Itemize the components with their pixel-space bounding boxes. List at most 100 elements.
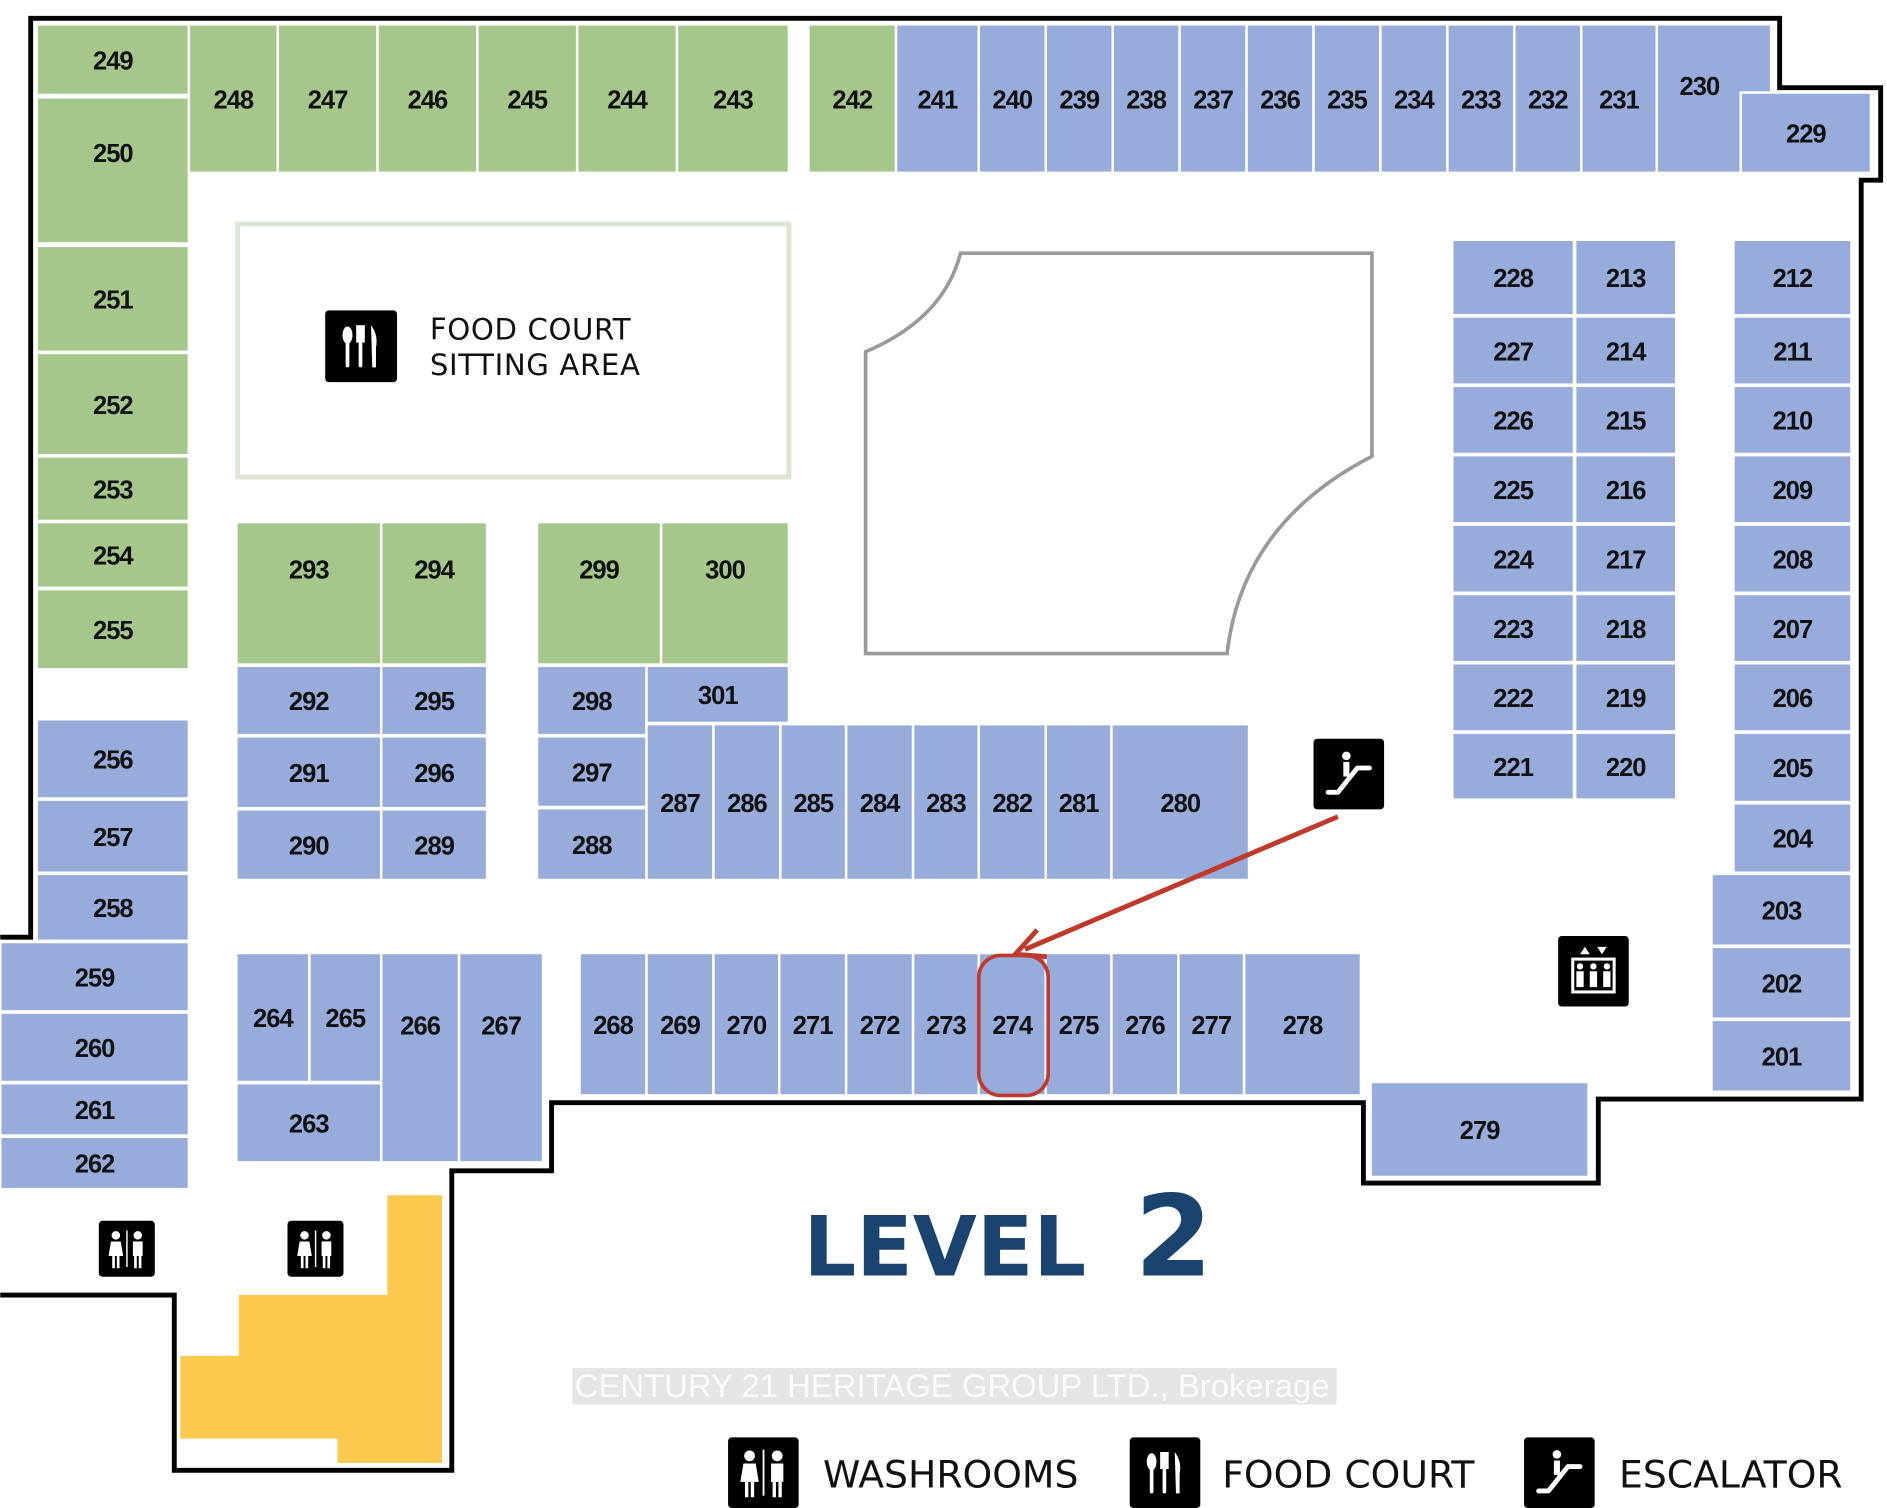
unit-shape[interactable]	[1513, 23, 1583, 175]
unit-shape[interactable]	[235, 1082, 383, 1164]
unit-shape[interactable]	[35, 718, 191, 800]
unit-270[interactable]: 270	[712, 951, 781, 1097]
unit-shape[interactable]	[1111, 23, 1181, 175]
unit-206[interactable]: 206	[1732, 662, 1853, 733]
unit-shape[interactable]	[1739, 91, 1873, 175]
unit-shape[interactable]	[1451, 315, 1576, 386]
unit-226[interactable]: 226	[1451, 384, 1576, 456]
unit-250[interactable]: 250	[35, 96, 191, 245]
unit-shape[interactable]	[1732, 662, 1853, 733]
unit-279[interactable]: 279	[1369, 1080, 1590, 1179]
unit-shape[interactable]	[1369, 1080, 1590, 1179]
unit-284[interactable]: 284	[844, 722, 915, 882]
unit-shape[interactable]	[1110, 722, 1251, 882]
unit-211[interactable]: 211	[1732, 315, 1853, 386]
unit-212[interactable]: 212	[1732, 238, 1853, 317]
unit-293[interactable]: 293	[235, 520, 383, 666]
unit-271[interactable]: 271	[777, 951, 848, 1097]
unit-shape[interactable]	[645, 951, 715, 1097]
unit-shape[interactable]	[0, 1011, 191, 1084]
unit-shape[interactable]	[1710, 1018, 1853, 1093]
unit-241[interactable]: 241	[894, 23, 981, 175]
unit-281[interactable]: 281	[1044, 722, 1113, 882]
unit-shape[interactable]	[807, 23, 898, 175]
unit-shape[interactable]	[457, 951, 545, 1164]
unit-291[interactable]: 291	[235, 735, 383, 810]
unit-shape[interactable]	[0, 940, 191, 1013]
unit-shape[interactable]	[35, 798, 191, 874]
unit-shape[interactable]	[535, 520, 663, 666]
unit-251[interactable]: 251	[35, 244, 191, 353]
unit-221[interactable]: 221	[1451, 731, 1576, 801]
unit-245[interactable]: 245	[476, 23, 579, 175]
unit-228[interactable]: 228	[1451, 238, 1576, 317]
unit-219[interactable]: 219	[1573, 662, 1678, 733]
unit-247[interactable]: 247	[276, 23, 379, 175]
unit-294[interactable]: 294	[379, 520, 489, 666]
unit-shape[interactable]	[977, 722, 1047, 882]
unit-203[interactable]: 203	[1710, 872, 1853, 947]
unit-shape[interactable]	[1110, 951, 1180, 1097]
unit-259[interactable]: 259	[0, 940, 191, 1013]
unit-216[interactable]: 216	[1573, 453, 1678, 525]
unit-shape[interactable]	[844, 951, 915, 1097]
unit-210[interactable]: 210	[1732, 384, 1853, 456]
unit-shape[interactable]	[1379, 23, 1449, 175]
unit-shape[interactable]	[1451, 384, 1576, 456]
unit-296[interactable]: 296	[379, 735, 489, 810]
unit-shape[interactable]	[35, 587, 191, 671]
unit-232[interactable]: 232	[1513, 23, 1583, 175]
unit-256[interactable]: 256	[35, 718, 191, 800]
unit-283[interactable]: 283	[911, 722, 981, 882]
unit-252[interactable]: 252	[35, 351, 191, 457]
unit-280[interactable]: 280	[1110, 722, 1251, 882]
unit-shape[interactable]	[1732, 238, 1853, 317]
unit-290[interactable]: 290	[235, 808, 383, 882]
unit-287[interactable]: 287	[645, 722, 715, 882]
unit-244[interactable]: 244	[575, 23, 679, 175]
unit-239[interactable]: 239	[1044, 23, 1114, 175]
unit-285[interactable]: 285	[779, 722, 848, 882]
unit-215[interactable]: 215	[1573, 384, 1678, 456]
unit-shape[interactable]	[1242, 951, 1363, 1097]
unit-shape[interactable]	[35, 96, 191, 245]
unit-shape[interactable]	[844, 722, 915, 882]
unit-shape[interactable]	[1732, 731, 1853, 804]
unit-248[interactable]: 248	[187, 23, 279, 175]
unit-218[interactable]: 218	[1573, 592, 1678, 664]
unit-222[interactable]: 222	[1451, 662, 1576, 733]
unit-shape[interactable]	[0, 1135, 191, 1191]
unit-265[interactable]: 265	[308, 951, 383, 1084]
unit-shape[interactable]	[379, 951, 461, 1164]
unit-shape[interactable]	[1451, 592, 1576, 664]
unit-238[interactable]: 238	[1111, 23, 1181, 175]
unit-shape[interactable]	[1451, 453, 1576, 525]
unit-207[interactable]: 207	[1732, 592, 1853, 664]
unit-shape[interactable]	[35, 23, 191, 97]
unit-shape[interactable]	[308, 951, 383, 1084]
unit-217[interactable]: 217	[1573, 523, 1678, 594]
unit-274[interactable]: 274	[977, 951, 1047, 1097]
unit-shape[interactable]	[535, 806, 648, 882]
unit-267[interactable]: 267	[457, 951, 545, 1164]
unit-229[interactable]: 229	[1739, 91, 1873, 175]
unit-shape[interactable]	[1044, 951, 1113, 1097]
unit-276[interactable]: 276	[1110, 951, 1180, 1097]
unit-shape[interactable]	[35, 351, 191, 457]
unit-298[interactable]: 298	[535, 664, 648, 737]
unit-277[interactable]: 277	[1177, 951, 1246, 1097]
unit-shape[interactable]	[911, 951, 981, 1097]
unit-220[interactable]: 220	[1573, 731, 1678, 801]
unit-shape[interactable]	[1732, 315, 1853, 386]
unit-shape[interactable]	[1732, 802, 1853, 874]
unit-260[interactable]: 260	[0, 1011, 191, 1084]
unit-shape[interactable]	[675, 23, 791, 175]
unit-shape[interactable]	[35, 244, 191, 353]
unit-268[interactable]: 268	[578, 951, 648, 1097]
unit-205[interactable]: 205	[1732, 731, 1853, 804]
unit-202[interactable]: 202	[1710, 945, 1853, 1020]
unit-286[interactable]: 286	[712, 722, 782, 882]
unit-236[interactable]: 236	[1245, 23, 1315, 175]
unit-shape[interactable]	[379, 735, 489, 810]
unit-224[interactable]: 224	[1451, 523, 1576, 594]
